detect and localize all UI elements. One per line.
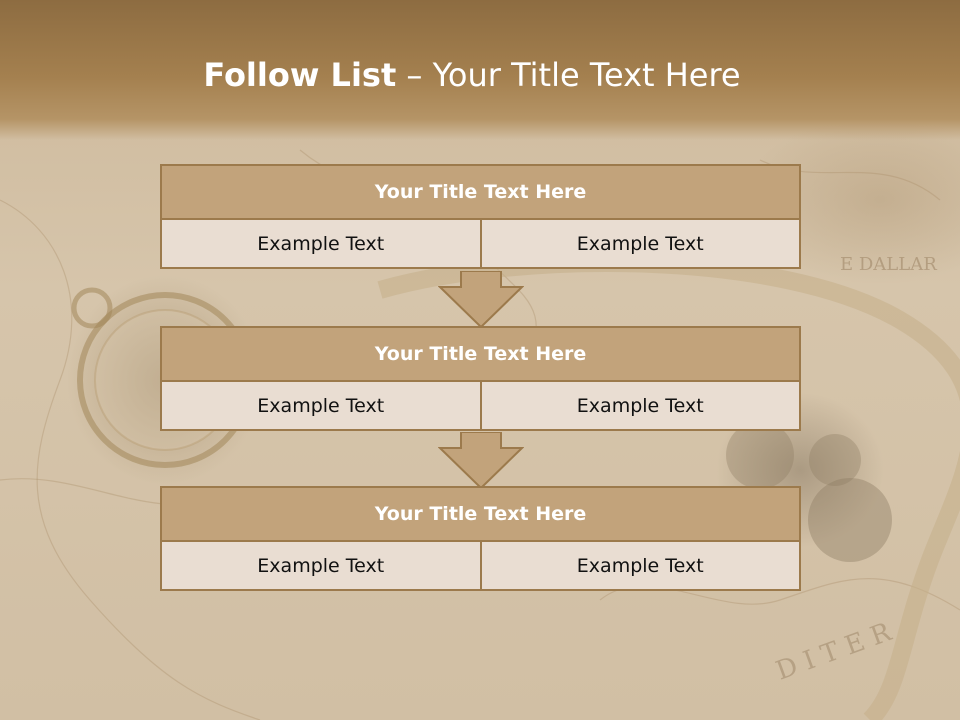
title-bar: [0, 0, 960, 140]
group-row: Example Text Example Text: [160, 542, 801, 591]
group-cell-left: Example Text: [160, 382, 482, 431]
group-row: Example Text Example Text: [160, 382, 801, 431]
page-title: Follow List – Your Title Text Here: [0, 56, 944, 94]
title-rest: – Your Title Text Here: [406, 56, 741, 94]
title-bold: Follow List: [203, 56, 397, 94]
group-cell-left: Example Text: [160, 542, 482, 591]
group-heading: Your Title Text Here: [160, 164, 801, 220]
list-group-1: Your Title Text Here Example Text Exampl…: [160, 164, 801, 269]
group-heading: Your Title Text Here: [160, 326, 801, 382]
down-arrow-icon: [438, 271, 524, 329]
group-row: Example Text Example Text: [160, 220, 801, 269]
group-cell-right: Example Text: [481, 542, 801, 591]
group-heading: Your Title Text Here: [160, 486, 801, 542]
list-group-2: Your Title Text Here Example Text Exampl…: [160, 326, 801, 431]
list-group-3: Your Title Text Here Example Text Exampl…: [160, 486, 801, 591]
group-cell-right: Example Text: [481, 382, 801, 431]
group-cell-left: Example Text: [160, 220, 482, 269]
down-arrow-icon: [438, 432, 524, 490]
map-lettering: D I T E R: [772, 617, 896, 687]
map-lettering: E DALLAR: [840, 254, 937, 275]
group-cell-right: Example Text: [481, 220, 801, 269]
